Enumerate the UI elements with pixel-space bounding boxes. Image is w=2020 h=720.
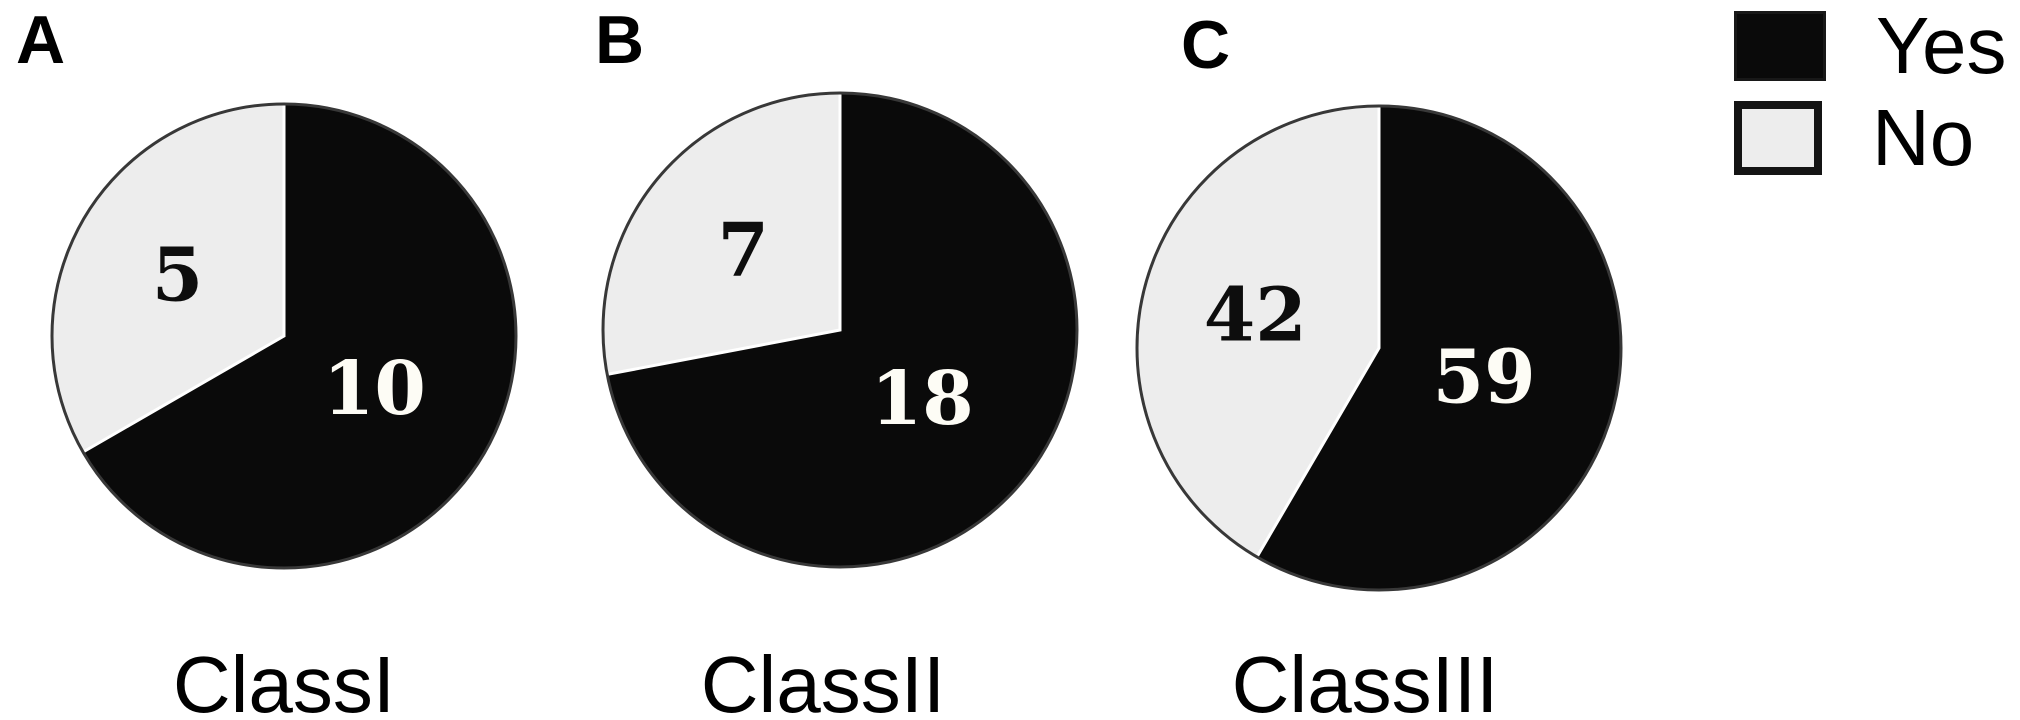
legend: Yes No [1734,6,2007,178]
slice-value-label: 7 [717,208,769,294]
legend-item-yes: Yes [1734,6,2007,86]
legend-swatch-yes-icon [1734,11,1826,81]
pie-title-classi: ClassI [172,640,396,720]
pie-classiii: 59 42 [1135,104,1623,592]
panel-letter-c: C [1181,7,1231,83]
legend-swatch-no-icon [1734,101,1822,175]
panel-letter-b: B [595,2,645,78]
panel-letter-a: A [16,2,66,78]
pie-classi: 10 5 [50,102,518,570]
pie-slice-yes [607,93,1078,567]
pie-rim [601,91,1079,569]
pie-rim [1135,104,1623,592]
pie-title-classii: ClassII [700,640,946,720]
pie-title-classiii: ClassIII [1231,640,1499,720]
pie-slice-yes [1256,105,1622,590]
slice-value-label: 18 [871,356,974,442]
slice-value-label: 42 [1204,272,1307,358]
slice-value-label: 10 [323,346,426,432]
legend-label-no: No [1872,93,1975,182]
pie-classii: 18 7 [601,91,1079,569]
pie-slice-yes [83,104,516,568]
pie-rim [50,102,518,570]
legend-item-no: No [1734,98,2007,178]
slice-value-label: 5 [152,232,204,318]
slice-value-label: 59 [1433,334,1536,420]
legend-label-yes: Yes [1876,1,2007,90]
